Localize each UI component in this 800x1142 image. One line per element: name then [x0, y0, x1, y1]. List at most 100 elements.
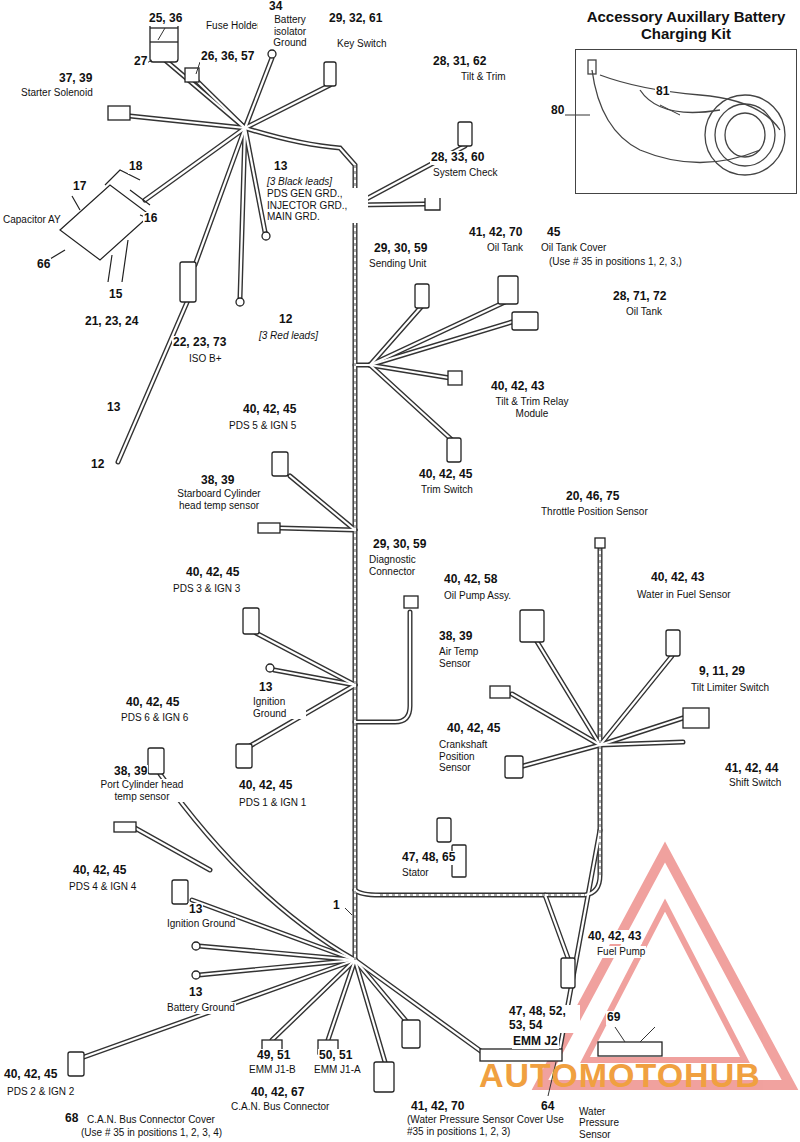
drawing-part	[192, 942, 200, 950]
part-label: Port Cylinder head temp sensor	[94, 779, 190, 802]
part-label: Tilt Limiter Switch	[690, 682, 770, 694]
callout-number: 13	[188, 986, 203, 1000]
drawing-part	[640, 90, 720, 113]
part-label: (Use # 35 in positions 1, 2, 3, 4)	[80, 1127, 223, 1139]
drawing-part	[512, 312, 538, 330]
part-label: Oil Tank Cover	[540, 242, 607, 254]
drawing-part	[60, 185, 150, 260]
drawing-part	[72, 196, 148, 282]
part-label: ISO B+	[188, 353, 223, 365]
callout-number: EMM J2	[512, 1035, 559, 1049]
drawing-part	[272, 452, 288, 476]
drawing-part	[498, 276, 518, 304]
callout-number: 29, 30, 59	[372, 538, 427, 552]
callout-number: 27	[133, 55, 148, 69]
callout-number: 40, 42, 45	[72, 864, 127, 878]
callout-number: 66	[36, 258, 51, 272]
part-label: PDS 2 & IGN 2	[6, 1086, 75, 1098]
callout-number: 38, 39	[438, 630, 473, 644]
callout-number: 40, 42, 43	[490, 380, 545, 394]
drawing-part	[196, 62, 200, 74]
callout-number: 17	[72, 180, 87, 194]
part-label: PDS GEN GRD., INJECTOR GRD., MAIN GRD.	[266, 188, 368, 223]
drawing-part	[150, 27, 178, 28]
callout-number: 18	[128, 160, 143, 174]
drawing-part	[598, 1042, 662, 1056]
wire-paths	[84, 58, 683, 1062]
drawing-part	[588, 60, 596, 74]
connectors	[68, 14, 709, 1092]
panel-heading: Accessory Auxillary Battery Charging Kit	[575, 8, 797, 43]
callout-number: 81	[655, 84, 670, 98]
drawing-part	[345, 908, 352, 915]
callout-number: 28, 71, 72	[612, 290, 667, 304]
callout-number: 37, 39	[58, 72, 93, 86]
callout-number: 26, 36, 57	[200, 50, 255, 64]
part-label: PDS 4 & IGN 4	[68, 881, 137, 893]
drawing-part	[640, 1027, 655, 1042]
part-label: Fuel Pump	[596, 946, 646, 958]
callout-number: 47, 48, 52, 53, 54	[508, 1005, 580, 1033]
part-label: PDS 1 & IGN 1	[238, 797, 307, 809]
charging-kit-cables	[588, 60, 785, 175]
callout-number: 40, 42, 58	[443, 573, 498, 587]
drawing-part	[540, 852, 790, 1085]
part-label: EMM J1-B	[248, 1064, 297, 1076]
note-label: [3 Red leads]	[258, 330, 319, 342]
part-label: Air Temp Sensor	[438, 646, 492, 669]
drawing-part	[404, 596, 418, 608]
callout-number: 41, 42, 70	[468, 226, 523, 240]
part-label: Shift Switch	[728, 777, 782, 789]
drawing-part	[150, 41, 178, 42]
drawing-part	[683, 708, 709, 728]
part-label: PDS 5 & IGN 5	[228, 420, 297, 432]
callout-number: 40, 42, 45	[125, 696, 180, 710]
drawing-part	[705, 95, 785, 175]
callout-number: 64	[540, 1100, 555, 1114]
callout-number: 28, 31, 62	[432, 55, 487, 69]
part-label: C.A.N. Bus Connector Cover	[86, 1114, 216, 1126]
callout-number: 12	[90, 458, 105, 472]
drawing-part	[402, 1020, 420, 1048]
panel-frame	[575, 49, 797, 195]
drawing-part	[245, 128, 355, 962]
callout-number: 47, 48, 65	[401, 851, 456, 865]
part-label: Fuse Holder	[205, 20, 261, 32]
part-label: Throttle Position Sensor	[540, 506, 649, 518]
drawing-part	[268, 50, 276, 58]
part-label: Oil Pump Assy.	[443, 590, 512, 602]
callout-number: 40, 42, 45	[242, 403, 297, 417]
drawing-part	[192, 971, 200, 979]
callout-number: 41, 42, 70	[410, 1100, 465, 1114]
callout-number: 22, 23, 73	[172, 336, 227, 350]
watermark: AUTOMOTOHUB	[478, 1056, 762, 1095]
part-label: Ignition Ground	[166, 918, 236, 930]
callout-number: 40, 42, 43	[587, 930, 642, 944]
callout-number: 50, 51	[318, 1049, 353, 1063]
drawing-part	[262, 232, 270, 240]
drawing-part	[172, 880, 188, 904]
part-label: (Use # 35 in positions 1, 2, 3,)	[548, 256, 683, 268]
part-label: Water in Fuel Sensor	[636, 589, 732, 601]
part-label: Crankshaft Position Sensor	[438, 739, 504, 774]
drawing-part	[425, 198, 440, 210]
drawing-part	[374, 1062, 394, 1092]
part-label: System Check	[432, 167, 498, 179]
callout-number: 25, 36	[148, 12, 183, 26]
drawing-part	[520, 610, 544, 642]
callout-number: 40, 42, 67	[250, 1086, 305, 1100]
drawing-part	[84, 58, 683, 1062]
callout-number: 38, 39	[200, 474, 235, 488]
drawing-part	[355, 165, 600, 962]
watermark-triangle	[540, 852, 790, 1085]
callout-number: 13	[188, 903, 203, 917]
part-label: Oil Tank	[625, 306, 663, 318]
drawing-part	[585, 905, 745, 1060]
callout-number: 1	[332, 899, 341, 913]
drawing-part	[600, 75, 780, 130]
callout-number: 21, 23, 24	[84, 315, 139, 329]
part-label: Battery Ground	[166, 1002, 236, 1014]
callout-number: 16	[143, 212, 158, 226]
drawing-part	[148, 748, 164, 774]
drawing-part	[258, 523, 280, 533]
